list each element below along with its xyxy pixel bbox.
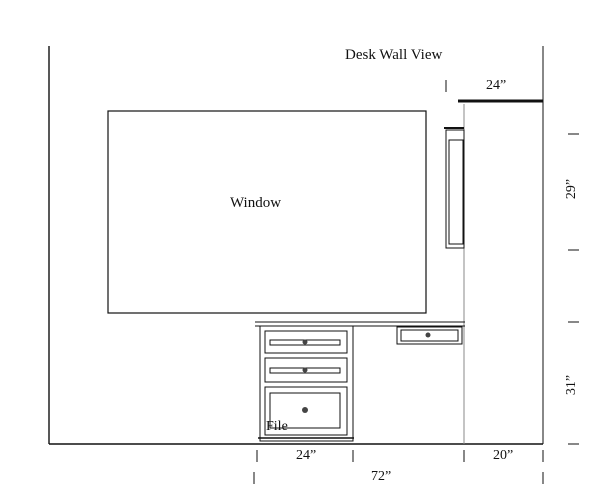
- keyboard-drawer: [396, 326, 463, 345]
- side-panel-outer: [445, 129, 465, 249]
- dim-upper-height: 29”: [564, 178, 580, 200]
- dim-top-width: 24”: [486, 78, 507, 93]
- window-label: Window: [230, 195, 282, 211]
- drawer-2: [264, 357, 348, 383]
- drawer-1-knob: [302, 339, 308, 345]
- drawer-2-knob: [302, 367, 308, 373]
- file-drawer: [264, 386, 348, 436]
- dim-desk-width: 24”: [296, 448, 317, 463]
- side-panel-inner: [448, 139, 464, 245]
- pedestal-case: [259, 325, 354, 442]
- file-label: File: [266, 419, 288, 434]
- dim-total-width: 72”: [371, 469, 392, 484]
- window-rect: [107, 110, 427, 314]
- keyboard-drawer-inner: [400, 329, 459, 342]
- keyboard-drawer-knob: [425, 332, 431, 338]
- diagram-title: Desk Wall View: [345, 47, 443, 63]
- file-drawer-knob: [302, 407, 308, 413]
- file-drawer-inner: [269, 392, 341, 429]
- drawer-1: [264, 330, 348, 354]
- dim-side-width: 20”: [493, 448, 514, 463]
- dim-lower-height: 31”: [564, 374, 580, 396]
